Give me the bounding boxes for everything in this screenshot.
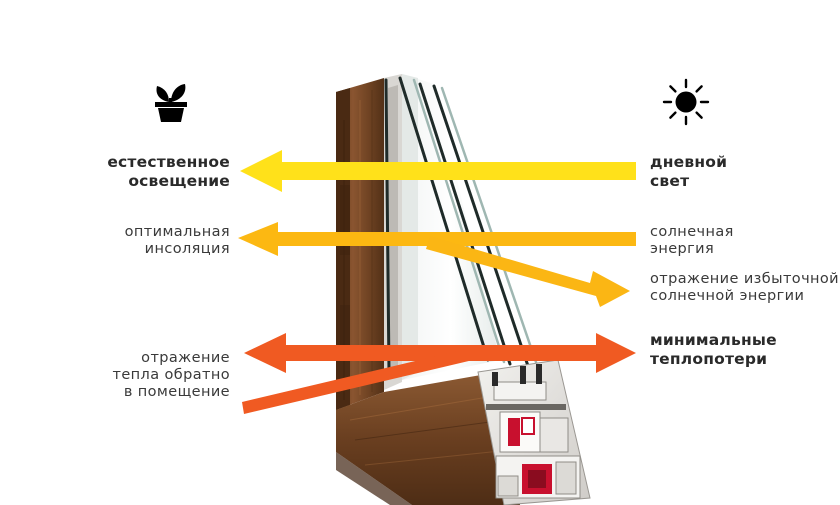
arrow-minimal-heat-loss [244, 333, 636, 373]
pvc-profile-section [477, 359, 591, 505]
arrow-reflection-excess [426, 236, 630, 307]
arrow-natural-light [240, 150, 636, 192]
label-minimal-heat-loss-line2: теплопотери [650, 350, 768, 368]
label-optimal-insolation: оптимальная инсоляция [125, 224, 230, 258]
label-natural-light: естественное освещение [107, 153, 230, 191]
label-reflection-excess-line2: солнечной энергии [650, 288, 805, 304]
label-optimal-insolation-line2: инсоляция [144, 241, 230, 257]
label-heat-reflection-line3: в помещение [123, 384, 230, 400]
label-reflection-excess: отражение избыточной солнечной энергии [650, 271, 839, 305]
label-daylight-line2: свет [650, 172, 690, 190]
label-natural-light-line1: естественное [107, 153, 230, 171]
label-solar-energy-line2: энергия [650, 241, 715, 257]
label-minimal-heat-loss-line1: минимальные [650, 331, 777, 349]
glass-spacer-strip [402, 74, 418, 380]
label-reflection-excess-line1: отражение избыточной [650, 271, 840, 287]
label-daylight-line1: дневной [650, 153, 728, 171]
label-heat-reflection-line1: отражение [141, 350, 230, 366]
glass-panes [384, 76, 540, 374]
label-heat-reflection-line2: тепла обратно [112, 367, 230, 383]
pvc-frame-shadow [388, 85, 398, 378]
label-solar-energy: солнечная энергия [650, 224, 734, 258]
label-optimal-insolation-line1: оптимальная [124, 224, 230, 240]
wood-bottom-frame [336, 372, 520, 505]
label-minimal-heat-loss: минимальные теплопотери [650, 331, 777, 369]
label-solar-energy-line1: солнечная [650, 224, 734, 240]
glass-area [402, 74, 500, 380]
label-heat-reflection: отражение тепла обратно в помещение [112, 350, 230, 401]
label-natural-light-line2: освещение [128, 172, 230, 190]
sun-icon [662, 78, 710, 126]
plant-pot-icon [155, 84, 187, 122]
steel-reinforcement-upper [508, 418, 520, 446]
arrow-heat-reflection [242, 348, 473, 414]
label-daylight: дневной свет [650, 153, 727, 191]
